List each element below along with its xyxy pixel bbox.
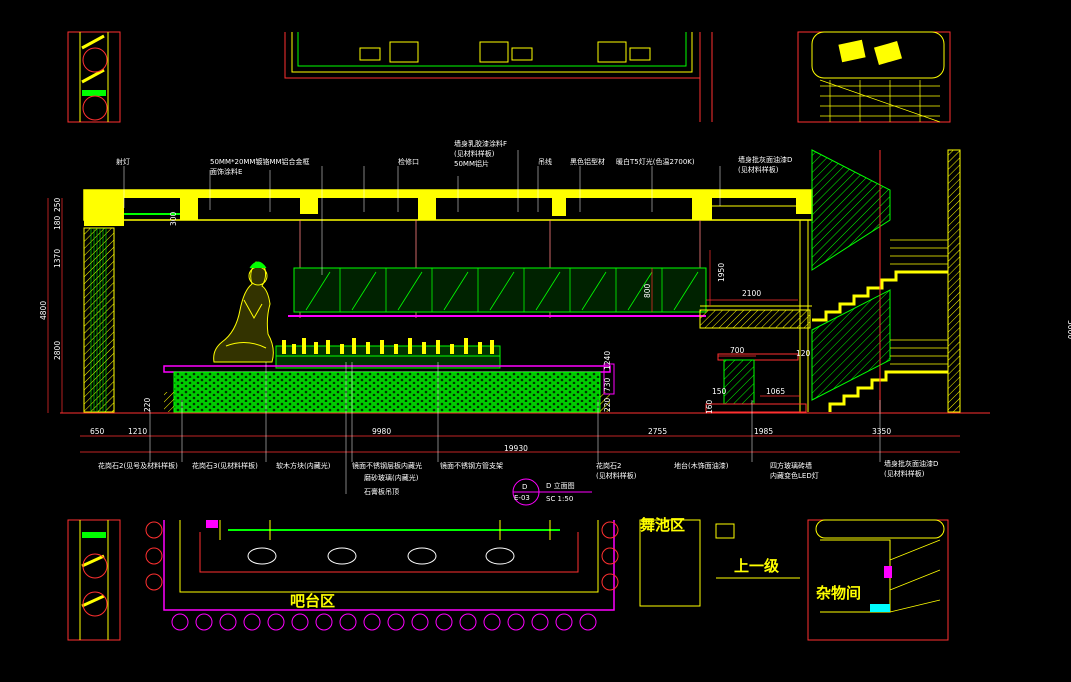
label-gypsum-ceiling: 石膏板吊顶 xyxy=(364,487,399,496)
dim-seg-3350: 3350 xyxy=(872,427,891,436)
elevation-main xyxy=(47,149,990,453)
label-wall-paint-d: 墙身批灰面油漆D xyxy=(738,155,792,164)
label-glass-brick: 四方玻璃砖墙 xyxy=(770,461,812,470)
label-aluminum-frame: 50MM*20MM镀铬MM铝合金框 xyxy=(210,157,310,166)
dim-150: 150 xyxy=(712,387,727,396)
dim-left-total: 4800 xyxy=(39,301,48,320)
dim-seg-650: 650 xyxy=(90,427,105,436)
dim-seg-2755: 2755 xyxy=(648,427,667,436)
dim-1240: 1240 xyxy=(603,351,612,370)
label-wall-paint-d-ref: (见材料样板) xyxy=(738,165,779,174)
label-aluminum-strip: 50MM铝片 xyxy=(454,159,489,168)
dim-right-total: 5000 xyxy=(1066,320,1071,339)
label-granite-3: 花岗石3(见材料样板) xyxy=(192,461,258,470)
label-frosted-glass: 磨砂玻璃(内藏光) xyxy=(364,473,419,482)
dim-120: 120 xyxy=(796,349,811,358)
top-plan-strip xyxy=(67,31,951,123)
label-wall-paint-f: 墙身乳胶漆涂料F xyxy=(454,139,507,148)
dim-1065: 1065 xyxy=(766,387,785,396)
bottom-plan xyxy=(67,519,949,641)
title-name: D 立面图 xyxy=(546,481,575,490)
dim-span: 2100 xyxy=(742,289,761,298)
label-granite-2-ref: (见材料样板) xyxy=(596,471,637,480)
dim-160: 160 xyxy=(705,399,714,414)
dim-left-c: 220 xyxy=(143,397,152,412)
dim-drop: 1950 xyxy=(717,263,726,282)
dim-panel: 800 xyxy=(643,283,652,298)
label-spotlight: 射灯 xyxy=(116,157,130,166)
label-mirror-tube: 镜面不锈钢方管支架 xyxy=(440,461,503,470)
dim-seg-9980: 9980 xyxy=(372,427,391,436)
dim-left-b: 2800 xyxy=(53,341,62,360)
label-granite-2-right: 花岗石2 xyxy=(596,461,621,470)
label-granite-2: 花岗石2(见号及材料样板) xyxy=(98,461,178,470)
dim-700: 700 xyxy=(730,346,745,355)
label-frame-finish: 面饰涂料E xyxy=(210,167,242,176)
dim-seg-1210: 1210 xyxy=(128,427,147,436)
dim-left-d: 250 xyxy=(53,197,62,212)
label-black-profile: 黑色铝型材 xyxy=(570,157,605,166)
label-mirror-shelf: 镜面不锈钢层板内藏光 xyxy=(352,461,422,470)
title-sheet: E-03 xyxy=(514,494,530,502)
label-access-hatch: 检修口 xyxy=(398,157,419,166)
zone-bar: 吧台区 xyxy=(290,592,335,610)
dim-left-e: 180 xyxy=(53,215,62,230)
label-wall-paint-d-bottom: 墙身批灰面油漆D xyxy=(884,459,938,468)
bar-counter xyxy=(163,363,615,413)
hanging-glass-panels xyxy=(288,267,707,317)
bottle-shelf xyxy=(275,338,501,369)
title-letter: D xyxy=(522,483,527,491)
dim-total: 19930 xyxy=(504,444,528,453)
buddha-statue xyxy=(213,261,274,363)
title-scale: SC 1:50 xyxy=(546,495,573,503)
dim-left-a: 1370 xyxy=(53,249,62,268)
glass-brick-wall xyxy=(705,353,807,413)
title-block: D E-03 D 立面图 SC 1:50 xyxy=(512,478,592,506)
dim-seg-1985: 1985 xyxy=(754,427,773,436)
label-platform: 地台(木饰面油漆) xyxy=(674,461,729,470)
label-wall-paint-d-bottom-ref: (见材料样板) xyxy=(884,469,925,478)
zone-storage: 杂物间 xyxy=(816,584,861,602)
label-hanging-wire: 吊线 xyxy=(538,157,552,166)
dim-220r: 220 xyxy=(603,397,612,412)
zone-step-up: 上一级 xyxy=(734,557,780,575)
label-wall-paint-f-ref: (见材料样板) xyxy=(454,149,495,158)
dim-730: 730 xyxy=(603,377,612,392)
label-led: 内藏变色LED灯 xyxy=(770,471,819,480)
zone-dance-floor: 舞池区 xyxy=(640,516,685,534)
label-t5-light: 暖白T5灯光(色温2700K) xyxy=(616,157,695,166)
staircase-section xyxy=(811,149,961,413)
label-cork-blocks: 软木方块(内藏光) xyxy=(276,461,331,470)
dim-box-h: 300 xyxy=(169,211,178,226)
